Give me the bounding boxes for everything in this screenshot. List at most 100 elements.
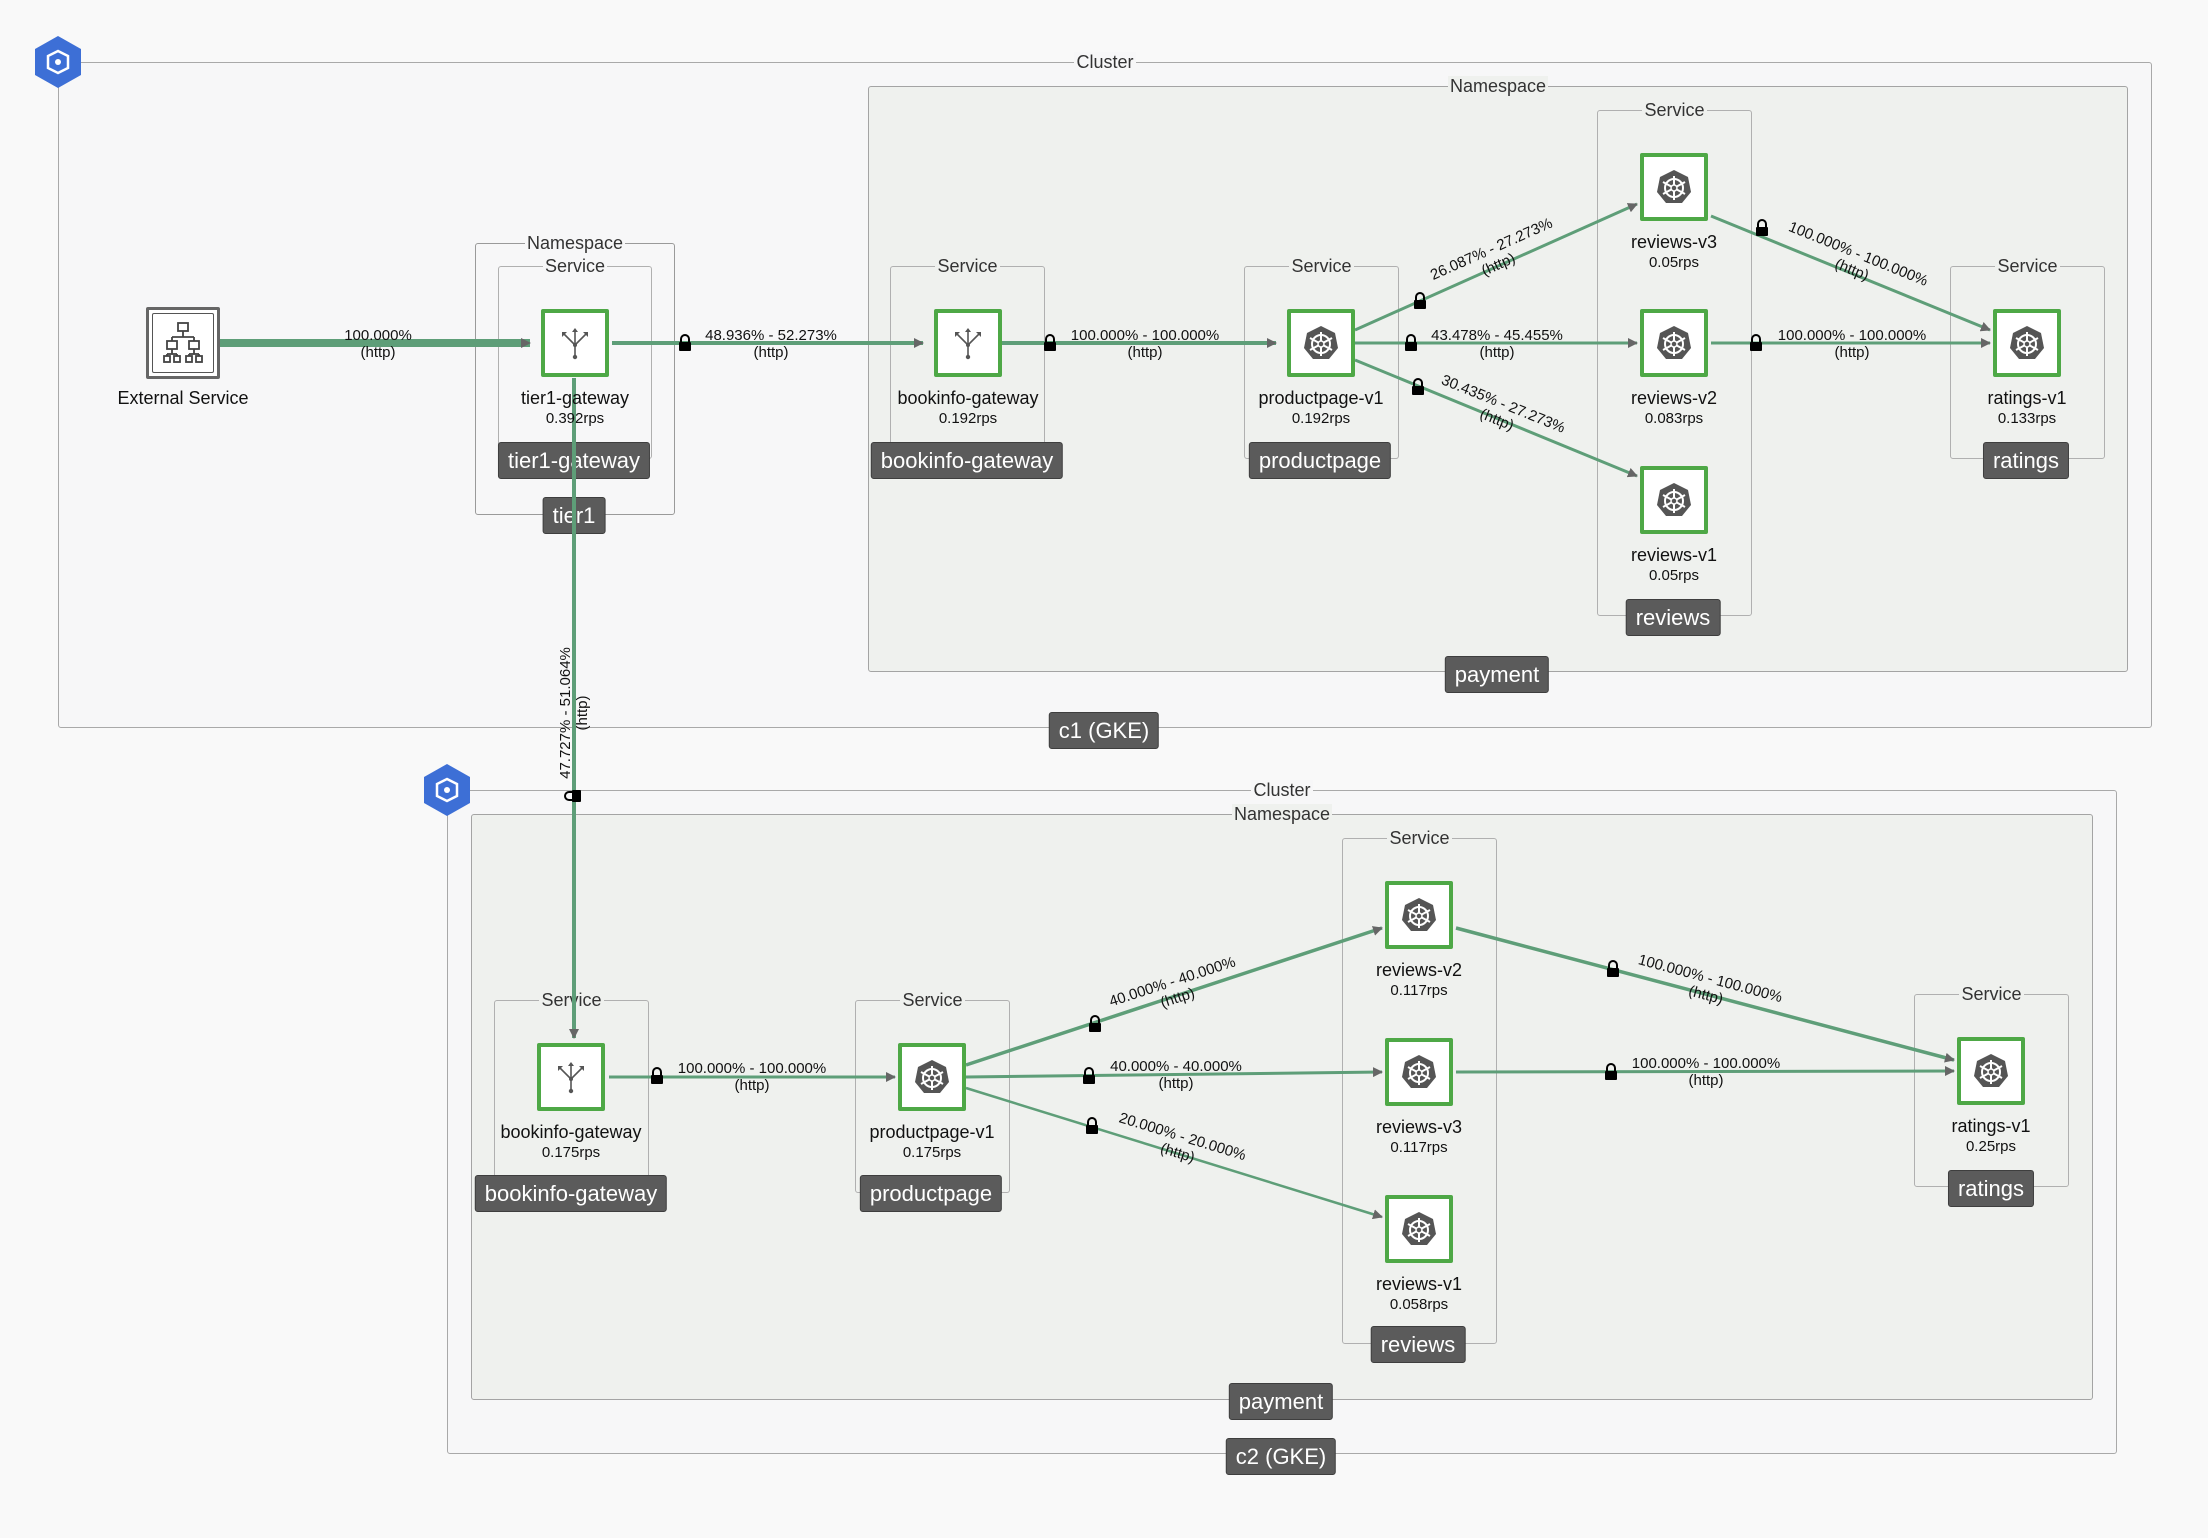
service-ratings-c1: Service xyxy=(1950,256,2105,459)
node-productpage-v1-c1[interactable] xyxy=(1287,309,1355,377)
kubernetes-wheel-icon xyxy=(1304,326,1338,359)
edge-label: 100.000% - 100.000%(http) xyxy=(1070,327,1220,361)
lock-icon xyxy=(1086,1117,1098,1134)
edge-label: 43.478% - 45.455%(http) xyxy=(1431,327,1563,361)
edge-productpage-to-reviews-v3[interactable] xyxy=(1354,202,1638,332)
service-tag-ratings-c2[interactable]: ratings xyxy=(1947,1170,2035,1207)
gateway-icon xyxy=(558,1062,584,1094)
node-reviews-v3-c1[interactable] xyxy=(1640,153,1708,221)
edge-label: 48.936% - 52.273%(http) xyxy=(705,327,837,361)
service-title: Service xyxy=(1387,828,1452,848)
lock-icon xyxy=(1044,334,1056,351)
lock-icon xyxy=(1607,960,1619,977)
kubernetes-wheel-icon xyxy=(1402,1212,1436,1245)
edge-reviews-v2-c2-to-ratings-c2[interactable] xyxy=(1455,926,1955,1063)
node-bookinfo-gateway-c2[interactable] xyxy=(537,1043,605,1111)
cluster-tag-c1[interactable]: c1 (GKE) xyxy=(1048,712,1160,749)
namespace-title: Namespace xyxy=(1231,804,1333,824)
lock-icon xyxy=(1083,1067,1095,1084)
service-tier1-gateway: Service xyxy=(498,256,652,459)
cluster-title: Cluster xyxy=(1251,780,1313,800)
cluster-badge-icon xyxy=(35,36,81,88)
lock-icon xyxy=(1605,1063,1617,1080)
node-reviews-v1-c2[interactable] xyxy=(1385,1195,1453,1263)
edge-productpage-c2-to-reviews-v3[interactable] xyxy=(965,1067,1383,1079)
namespace-tag-payment-c1[interactable]: payment xyxy=(1444,656,1550,693)
node-reviews-v1-c1[interactable] xyxy=(1640,466,1708,534)
namespace-title: Namespace xyxy=(524,233,626,253)
service-reviews-c1: Service xyxy=(1597,100,1752,616)
service-title: Service xyxy=(900,990,965,1010)
lock-icon xyxy=(1756,219,1768,236)
namespace-tier1: Namespace xyxy=(475,233,675,515)
service-productpage-c2: Service xyxy=(855,990,1010,1193)
node-ratings-v1-c1[interactable] xyxy=(1993,309,2061,377)
namespace-title: Namespace xyxy=(1447,76,1549,96)
gateway-icon xyxy=(955,328,981,360)
edge-label: 40.000% - 40.000%(http) xyxy=(1110,1058,1242,1092)
node-reviews-v2-c1[interactable] xyxy=(1640,309,1708,377)
service-title: Service xyxy=(1642,100,1707,120)
service-title: Service xyxy=(935,256,1000,276)
node-productpage-v1-c2[interactable] xyxy=(898,1043,966,1111)
node-bookinfo-gateway-c1[interactable] xyxy=(934,309,1002,377)
edge-label: 100.000%(http) xyxy=(344,327,412,361)
service-tag-bookinfo-gateway-c1[interactable]: bookinfo-gateway xyxy=(870,442,1064,479)
kubernetes-wheel-icon xyxy=(1657,170,1691,203)
kubernetes-wheel-icon xyxy=(1657,326,1691,359)
lock-icon xyxy=(1750,334,1762,351)
lock-icon xyxy=(564,790,581,802)
lock-icon xyxy=(1414,292,1426,309)
service-tag-productpage-c1[interactable]: productpage xyxy=(1248,442,1392,479)
namespace-tag-payment-c2[interactable]: payment xyxy=(1228,1383,1334,1420)
service-tag-ratings-c1[interactable]: ratings xyxy=(1982,442,2070,479)
kubernetes-wheel-icon xyxy=(1657,483,1691,516)
cluster-title: Cluster xyxy=(1074,52,1136,72)
node-tier1-gateway[interactable] xyxy=(541,309,609,377)
lock-icon xyxy=(1405,334,1417,351)
lock-icon xyxy=(1412,378,1424,395)
network-hierarchy-icon xyxy=(163,322,203,363)
node-external-service[interactable] xyxy=(146,307,220,379)
edge-label: 100.000% - 100.000%(http) xyxy=(1777,327,1927,361)
edge-label: 100.000% - 100.000%(http) xyxy=(677,1060,827,1094)
service-title: Service xyxy=(542,256,608,276)
cluster-tag-c2[interactable]: c2 (GKE) xyxy=(1225,1438,1337,1475)
node-reviews-v3-c2[interactable] xyxy=(1385,1038,1453,1106)
kubernetes-wheel-icon xyxy=(915,1060,949,1093)
service-tag-reviews-c2[interactable]: reviews xyxy=(1370,1326,1466,1363)
service-tag-reviews-c1[interactable]: reviews xyxy=(1625,599,1721,636)
node-ratings-v1-c2[interactable] xyxy=(1957,1037,2025,1105)
edge-reviews-v3-c2-to-ratings-c2[interactable] xyxy=(1455,1066,1955,1077)
edge-productpage-c2-to-reviews-v2[interactable] xyxy=(965,926,1383,1067)
edge-label: 100.000% - 100.000%(http) xyxy=(1631,1055,1781,1089)
node-label: External Service xyxy=(117,388,249,408)
service-title: Service xyxy=(539,990,604,1010)
service-title: Service xyxy=(1959,984,2024,1004)
edge-productpage-c2-to-reviews-v1[interactable] xyxy=(965,1086,1383,1220)
service-title: Service xyxy=(1289,256,1354,276)
edge-productpage-to-reviews-v1[interactable] xyxy=(1354,358,1638,478)
node-reviews-v2-c2[interactable] xyxy=(1385,881,1453,949)
service-tag-bookinfo-gateway-c2[interactable]: bookinfo-gateway xyxy=(474,1175,668,1212)
kubernetes-wheel-icon xyxy=(1402,898,1436,931)
namespace-payment-c2: Namespace xyxy=(471,804,2093,1400)
kubernetes-wheel-icon xyxy=(1974,1054,2008,1087)
kubernetes-wheel-icon xyxy=(2010,326,2044,359)
edge-label: 47.727% - 51.064%(http) xyxy=(557,647,591,779)
cluster-badge-icon xyxy=(424,764,470,816)
lock-icon xyxy=(679,334,691,351)
service-tag-productpage-c2[interactable]: productpage xyxy=(859,1175,1003,1212)
kubernetes-wheel-icon xyxy=(1402,1055,1436,1088)
